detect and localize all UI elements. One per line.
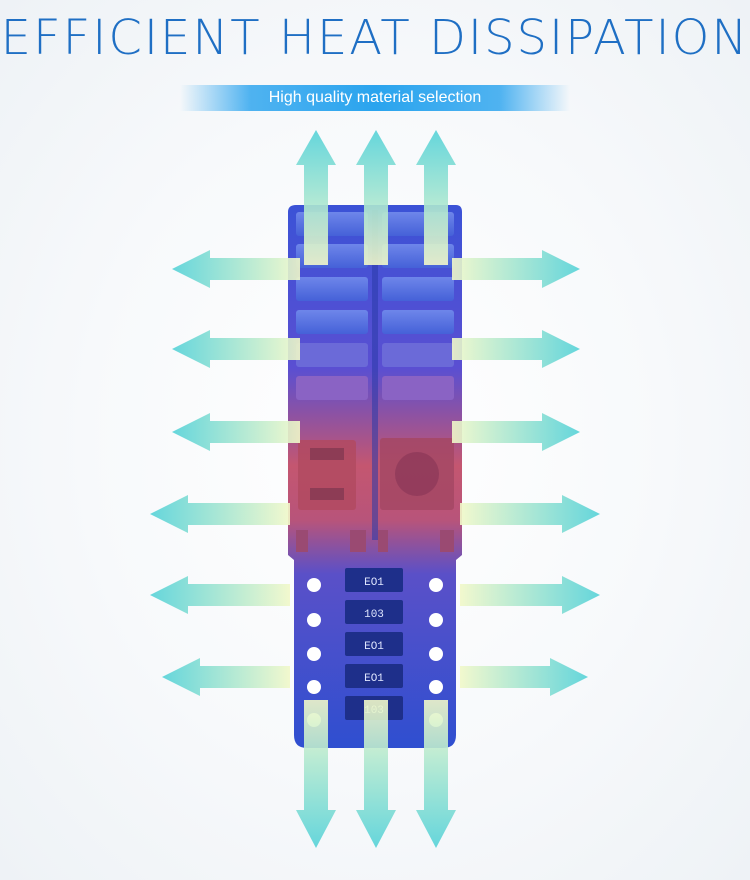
arrow-down-icon (296, 700, 336, 848)
resistor-icon (345, 600, 403, 624)
arrow-left-icon (172, 330, 300, 368)
arrow-right-icon (460, 495, 600, 533)
arrow-right-icon (460, 576, 600, 614)
arrow-up-icon (356, 130, 396, 265)
led-chip-icon (296, 343, 368, 367)
arrow-left-icon (150, 495, 290, 533)
down-arrows (296, 700, 456, 848)
arrow-up-icon (416, 130, 456, 265)
hole-icon (307, 613, 321, 627)
hole-icon (307, 647, 321, 661)
arrow-down-icon (416, 700, 456, 848)
chip-pin-icon (310, 488, 344, 500)
arrow-left-icon (172, 250, 300, 288)
inductor-coil-icon (395, 452, 439, 496)
right-arrows (452, 250, 600, 696)
resistor-icon (345, 568, 403, 592)
capacitor-icon (296, 530, 308, 552)
hole-icon (307, 680, 321, 694)
led-chip-icon (382, 277, 454, 301)
left-arrows (150, 250, 300, 696)
hole-icon (429, 613, 443, 627)
capacitor-icon (440, 530, 454, 552)
resistor-label: EO1 (364, 673, 384, 685)
resistor-label: EO1 (364, 641, 384, 653)
hole-icon (429, 647, 443, 661)
resistor-label: 103 (364, 609, 384, 621)
led-chip-icon (296, 310, 368, 334)
capacitor-icon (350, 530, 366, 552)
capacitor-icon (378, 530, 388, 552)
led-chip-icon (382, 310, 454, 334)
up-arrows (296, 130, 456, 265)
hole-icon (429, 680, 443, 694)
arrow-right-icon (452, 250, 580, 288)
hole-icon (307, 578, 321, 592)
resistor-icon (345, 664, 403, 688)
page-title: EFFICIENT HEAT DISSIPATION (0, 10, 750, 66)
resistor-label: EO1 (364, 577, 384, 589)
board-divider (372, 210, 378, 540)
led-chip-icon (296, 376, 368, 400)
arrow-right-icon (460, 658, 588, 696)
chip-pin-icon (310, 448, 344, 460)
hole-icon (429, 578, 443, 592)
arrow-right-icon (452, 330, 580, 368)
arrow-left-icon (150, 576, 290, 614)
led-chip-icon (382, 376, 454, 400)
subtitle-text: High quality material selection (268, 89, 482, 106)
subtitle-banner (180, 85, 570, 111)
arrow-left-icon (162, 658, 290, 696)
arrow-up-icon (296, 130, 336, 265)
led-board (288, 205, 462, 748)
led-chip-icon (296, 277, 368, 301)
led-chip-icon (382, 343, 454, 367)
driver-components (296, 438, 454, 552)
resistor-icon (345, 632, 403, 656)
arrow-right-icon (452, 413, 580, 451)
arrow-down-icon (356, 700, 396, 848)
arrow-left-icon (172, 413, 300, 451)
resistors: EO1 103 EO1 EO1 103 (345, 568, 403, 720)
